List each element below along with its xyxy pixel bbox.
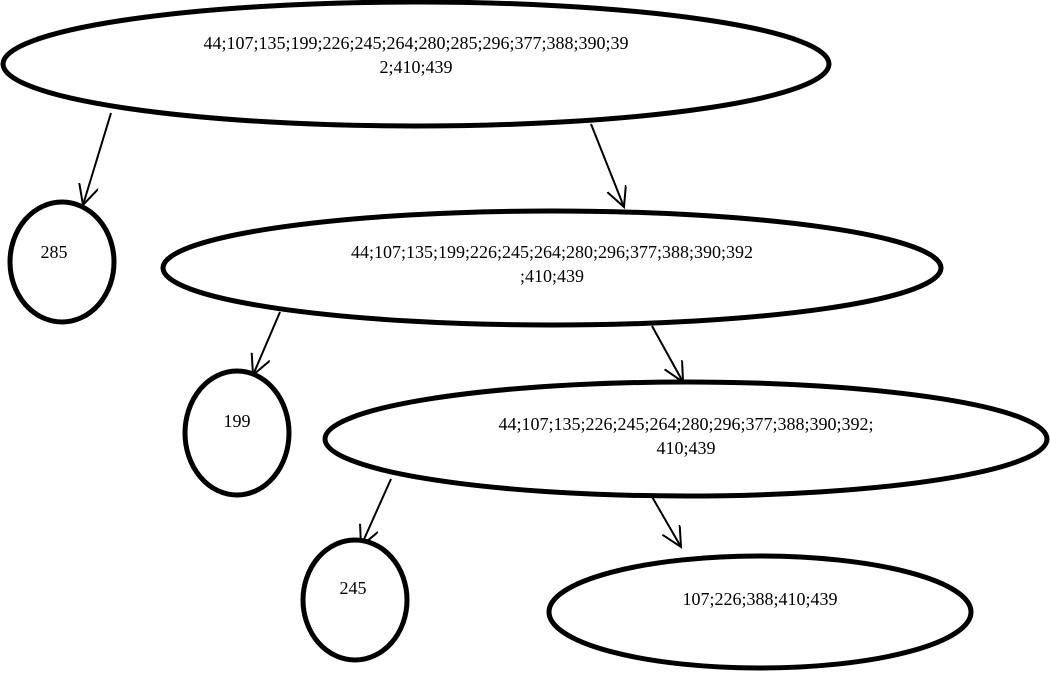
level3-node-label-line2: 410;439 [656, 438, 716, 458]
level3-node-label-line1: 44;107;135;226;245;264;280;296;377;388;3… [498, 414, 874, 434]
edge-n2-to-199 [253, 311, 281, 375]
level3-node [322, 379, 1050, 499]
edge-n2-to-n3 [651, 325, 683, 382]
leaf-node-final [546, 553, 974, 671]
level3-node-label: 44;107;135;226;245;264;280;296;377;388;3… [351, 412, 1021, 460]
root-node-label-line2: 2;410;439 [379, 57, 453, 77]
edge-n1-to-n2 [590, 123, 624, 207]
level2-node-label-line1: 44;107;135;199;226;245;264;280;296;377;3… [350, 242, 753, 262]
leaf-285-label: 285 [40, 242, 68, 262]
level2-node-label: 44;107;135;199;226;245;264;280;296;377;3… [187, 240, 917, 288]
final-node-label: 107;226;388;410;439 [682, 589, 838, 609]
level2-node [160, 208, 944, 328]
leaf-node-245 [300, 537, 410, 663]
leaf-node-285 [7, 199, 117, 325]
edge-n3-to-245 [361, 478, 392, 546]
leaf-245-label: 245 [339, 578, 367, 598]
root-node [0, 0, 832, 129]
root-node-label: 44;107;135;199;226;245;264;280;285;296;3… [26, 31, 806, 79]
leaf-node-199 [182, 368, 292, 498]
edge-n1-to-285 [83, 112, 112, 205]
level2-node-label-line2: ;410;439 [519, 266, 584, 286]
edge-n3-to-n4 [650, 494, 681, 547]
root-node-label-line1: 44;107;135;199;226;245;264;280;285;296;3… [203, 33, 629, 53]
leaf-199-label: 199 [223, 411, 251, 431]
